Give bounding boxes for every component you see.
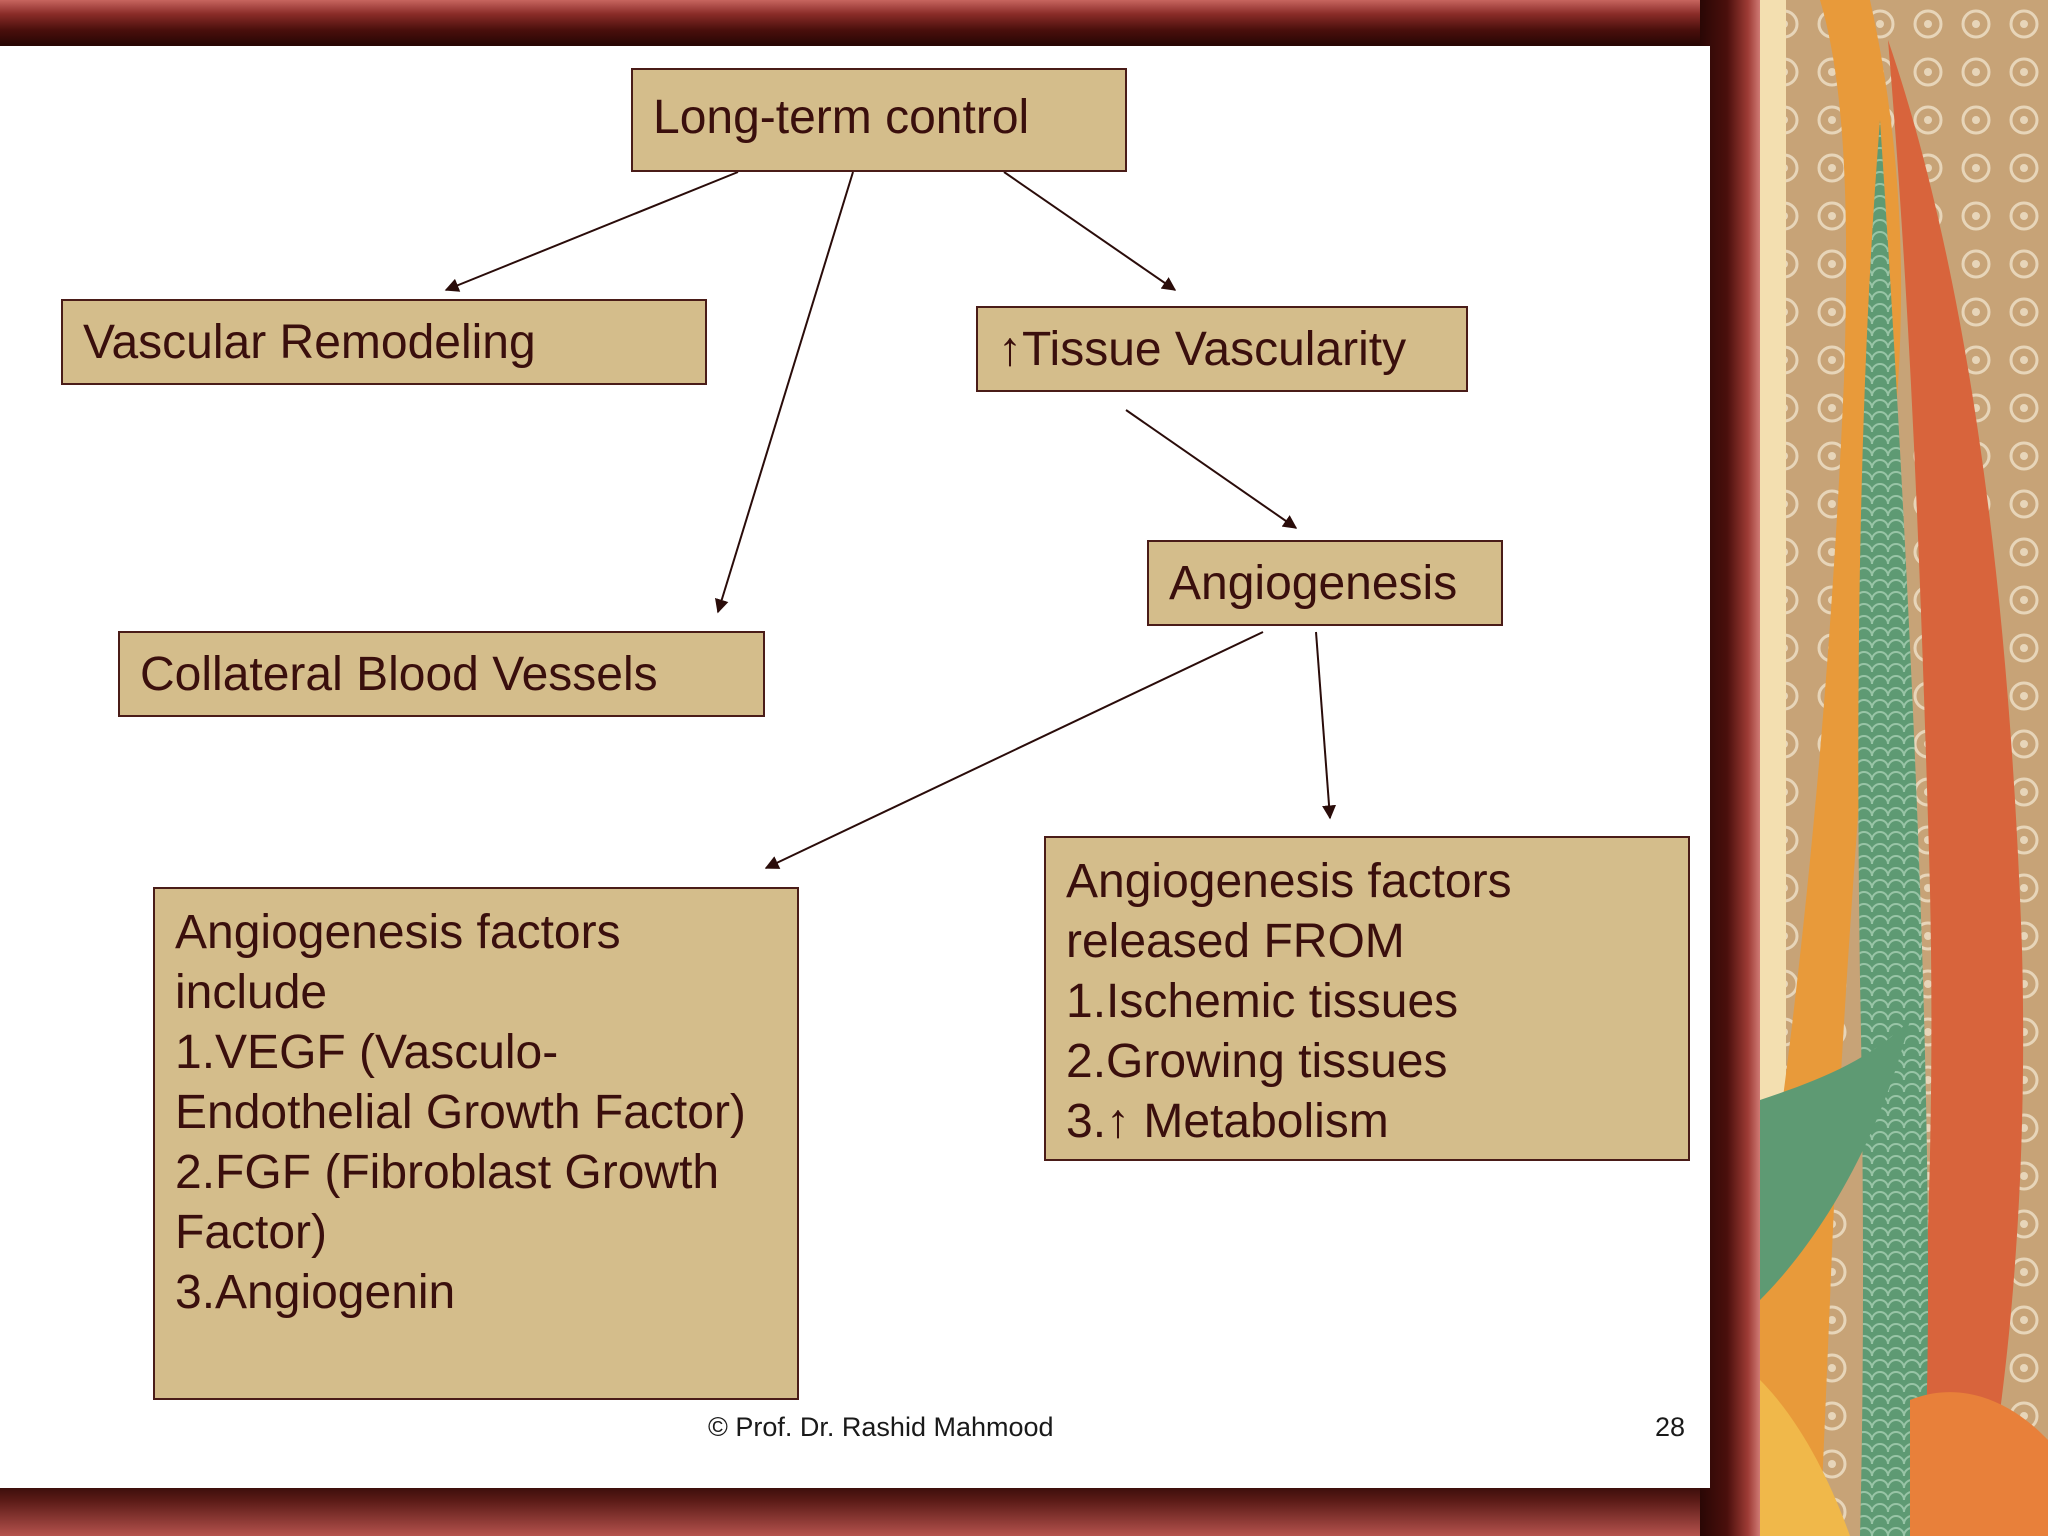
footer-copyright: © Prof. Dr. Rashid Mahmood: [708, 1412, 1054, 1442]
node-angiogenesis-label: Angiogenesis: [1169, 557, 1458, 610]
decorative-side-panel: [1760, 0, 2048, 1536]
node-angiogenesis-factors-include: Angiogenesis factors include 1.VEGF (Vas…: [153, 887, 799, 1400]
node-long-term-control: Long-term control: [631, 68, 1127, 172]
decorative-pattern-graphic: [1760, 0, 2048, 1536]
factors-include-line: 1.VEGF (Vasculo-: [175, 1026, 559, 1079]
node-angiogenesis: Angiogenesis: [1147, 540, 1503, 626]
node-long-term-control-label: Long-term control: [653, 91, 1030, 144]
factors-include-line: include: [175, 966, 328, 1019]
slide-frame-right-edge: [1700, 0, 1760, 1536]
factors-from-line: 1.Ischemic tissues: [1066, 975, 1459, 1028]
node-angiogenesis-factors-from: Angiogenesis factors released FROM 1.Isc…: [1044, 836, 1690, 1161]
factors-include-line: Factor): [175, 1206, 328, 1259]
node-tissue-vascularity: ↑Tissue Vascularity: [976, 306, 1468, 392]
node-collateral-blood-vessels: Collateral Blood Vessels: [118, 631, 765, 717]
factors-from-line: 3.↑ Metabolism: [1066, 1095, 1389, 1148]
factors-from-line: Angiogenesis factors: [1066, 855, 1512, 908]
footer-page-number: 28: [1655, 1412, 1686, 1442]
factors-include-line: 2.FGF (Fibroblast Growth: [175, 1146, 720, 1199]
factors-include-line: Endothelial Growth Factor): [175, 1086, 746, 1139]
node-vascular-remodeling: Vascular Remodeling: [61, 299, 707, 385]
node-collateral-blood-vessels-label: Collateral Blood Vessels: [140, 648, 658, 701]
factors-include-line: 3.Angiogenin: [175, 1266, 456, 1319]
node-tissue-vascularity-label: ↑Tissue Vascularity: [998, 323, 1407, 376]
node-vascular-remodeling-label: Vascular Remodeling: [83, 316, 536, 369]
factors-include-line: Angiogenesis factors: [175, 906, 621, 959]
factors-from-line: 2.Growing tissues: [1066, 1035, 1448, 1088]
factors-from-line: released FROM: [1066, 915, 1405, 968]
